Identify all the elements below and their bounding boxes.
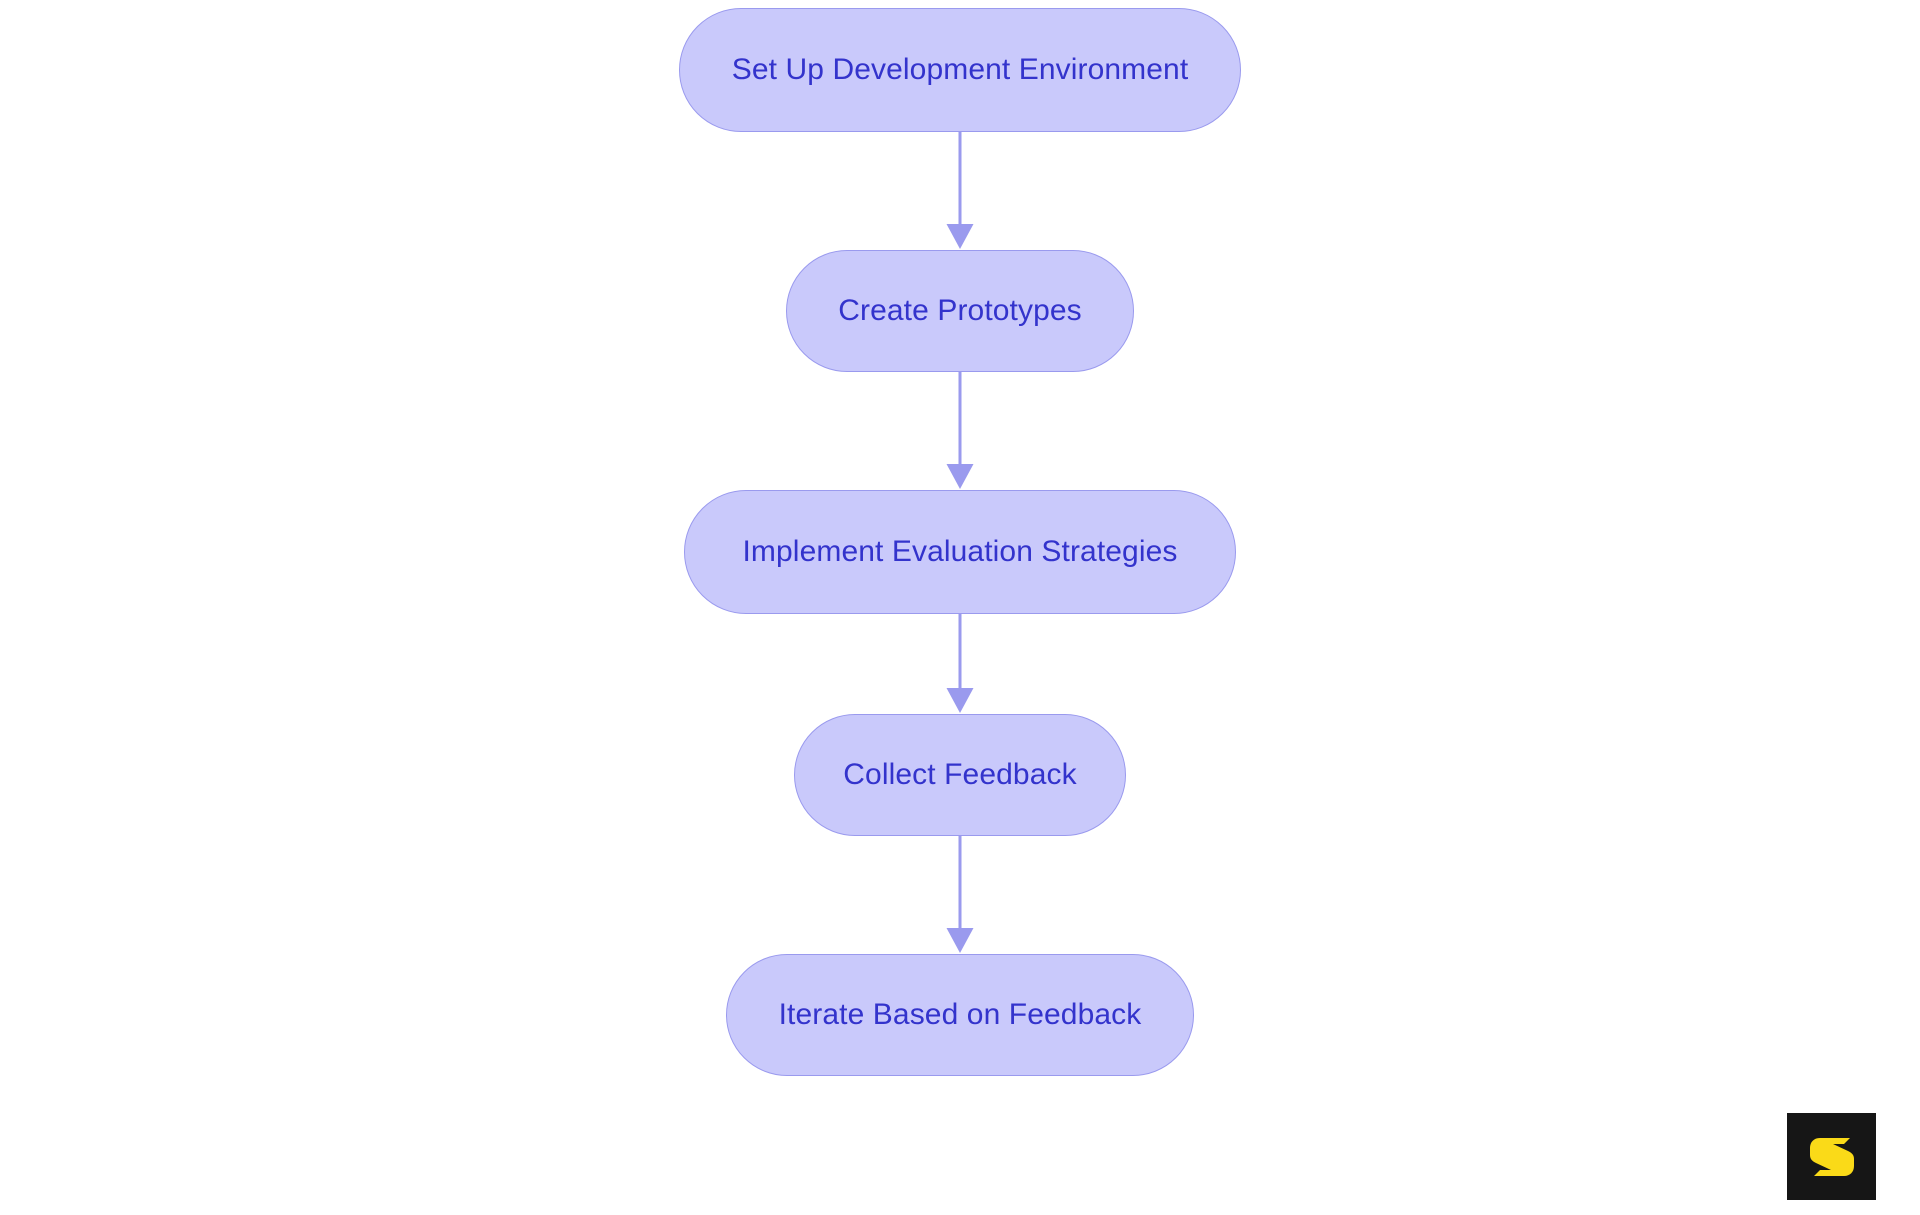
flow-node-implement-evaluation-strategies[interactable]: Implement Evaluation Strategies	[684, 490, 1236, 614]
s-monogram-logo	[1787, 1113, 1876, 1200]
flow-node-label: Set Up Development Environment	[731, 53, 1189, 86]
flowchart-node-column: Set Up Development Environment Create Pr…	[0, 8, 1920, 1076]
flow-connector-arrow-1	[945, 132, 975, 250]
flow-node-label: Implement Evaluation Strategies	[742, 535, 1178, 568]
flow-node-label: Create Prototypes	[838, 294, 1082, 327]
flow-node-set-up-development-environment[interactable]: Set Up Development Environment	[679, 8, 1241, 132]
flow-connector-arrow-4	[945, 836, 975, 954]
flow-node-create-prototypes[interactable]: Create Prototypes	[786, 250, 1134, 372]
flow-node-iterate-based-on-feedback[interactable]: Iterate Based on Feedback	[726, 954, 1194, 1076]
flow-node-label: Iterate Based on Feedback	[778, 998, 1142, 1031]
flow-connector-arrow-2	[945, 372, 975, 490]
flow-connector-arrow-3	[945, 614, 975, 714]
flow-node-label: Collect Feedback	[843, 758, 1077, 791]
flow-node-collect-feedback[interactable]: Collect Feedback	[794, 714, 1126, 836]
